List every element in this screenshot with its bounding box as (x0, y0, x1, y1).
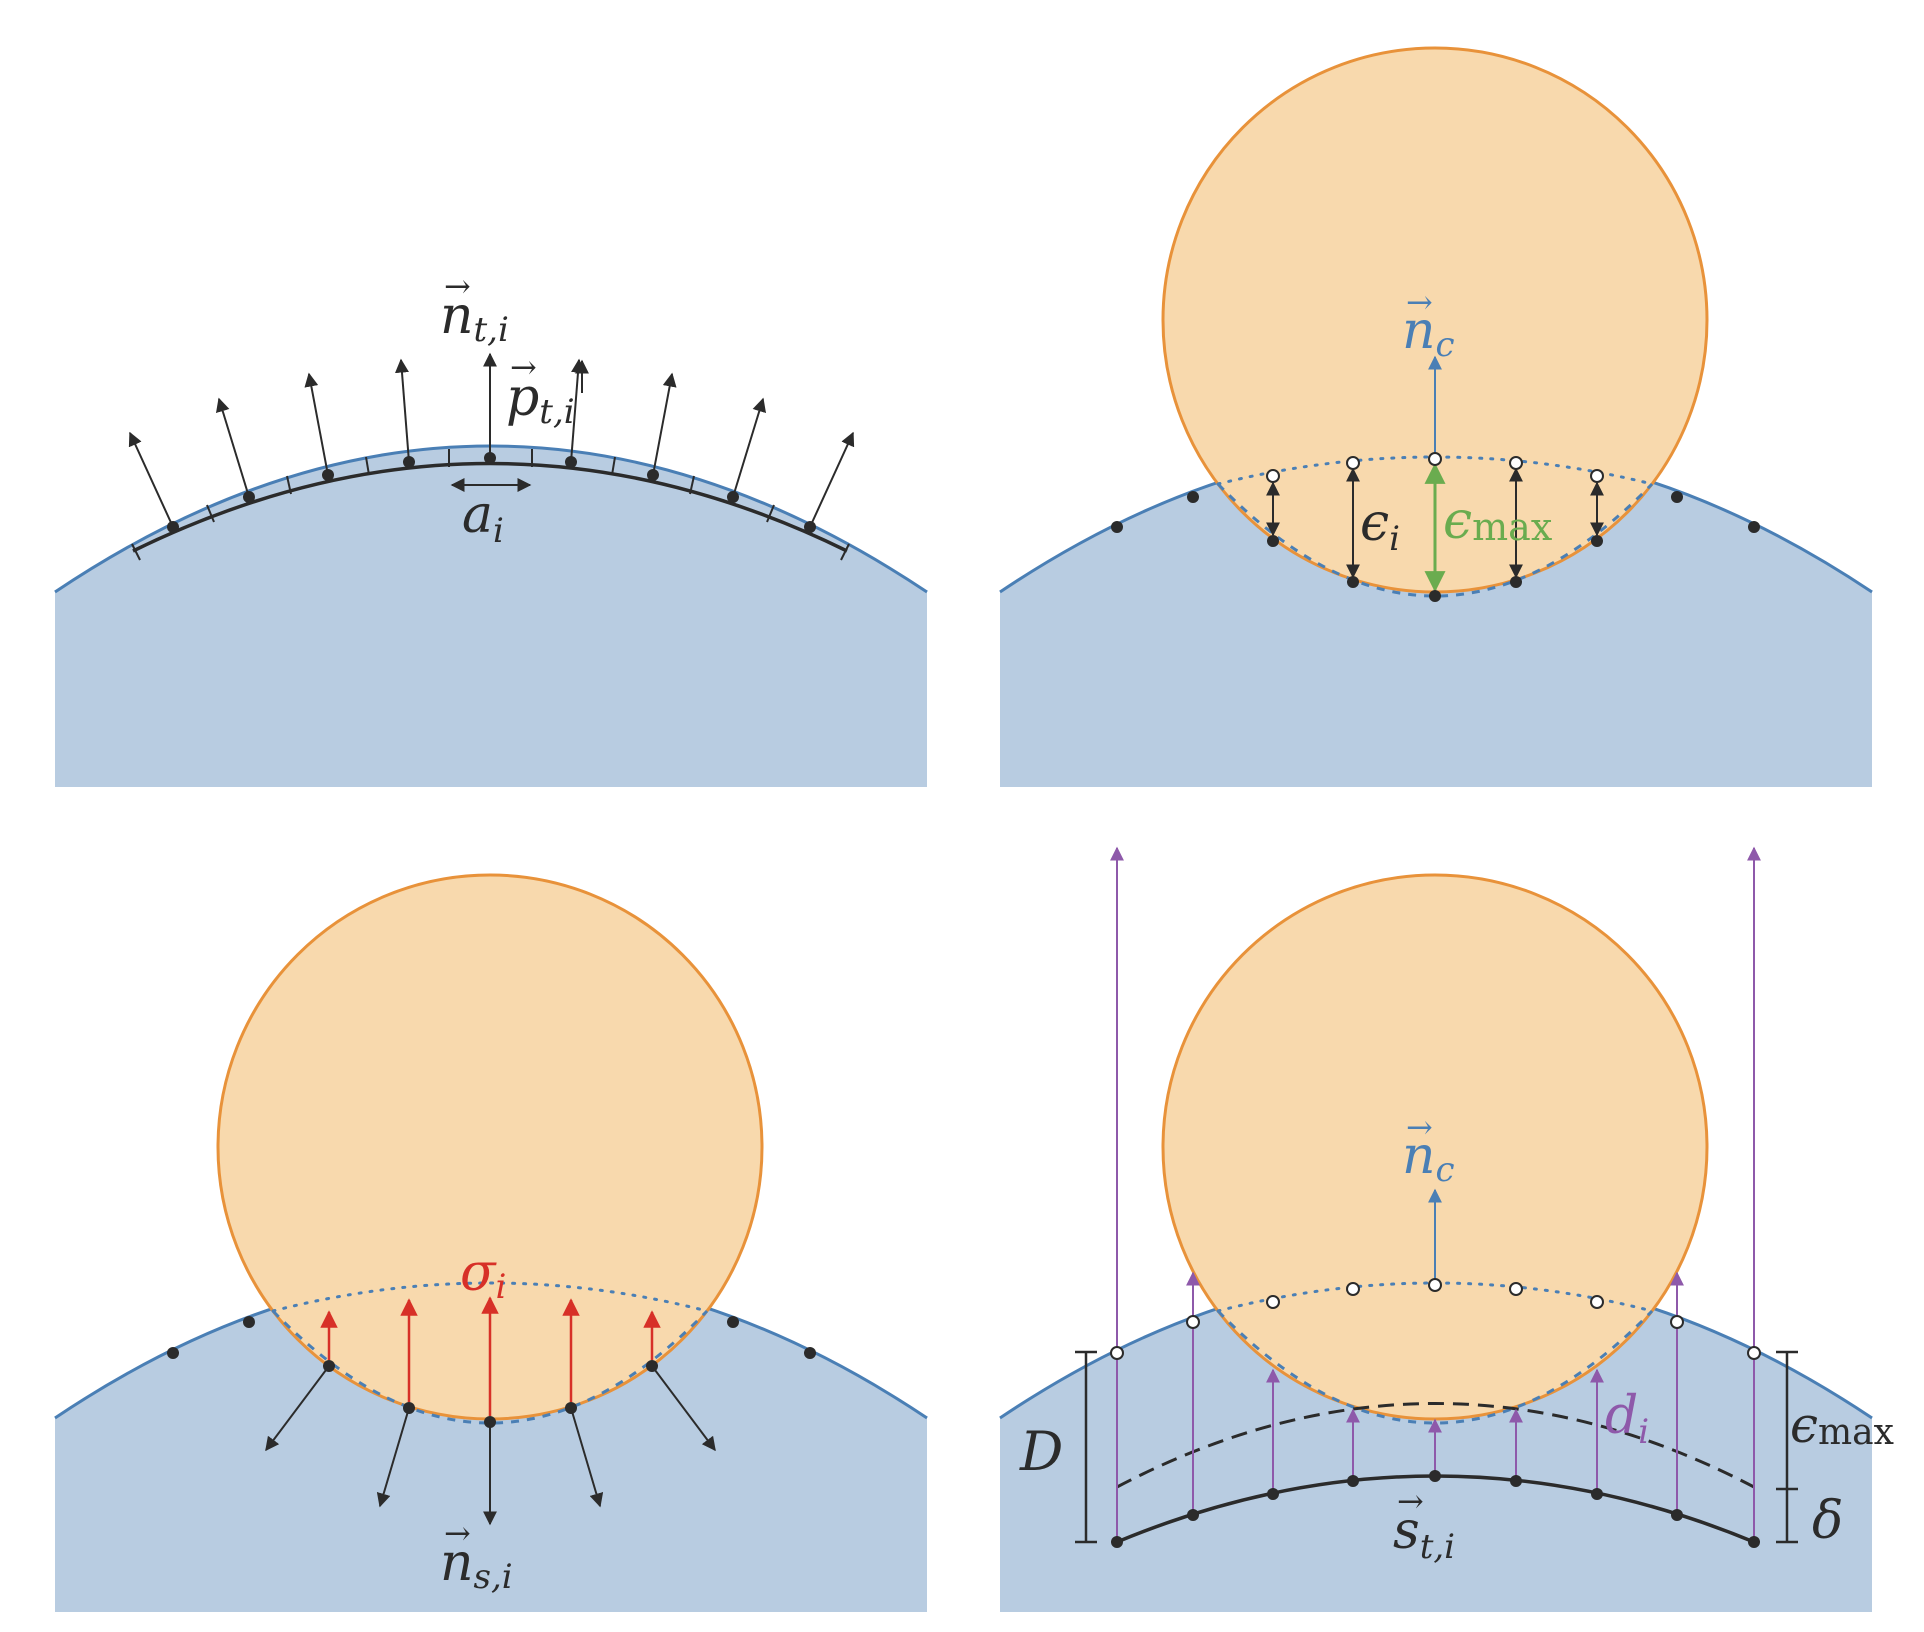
surface-points (167, 1316, 816, 1428)
surface-points (167, 452, 816, 533)
arrow-over-s-t-i: → (1397, 1482, 1424, 1520)
panel-top-right: nc → ϵi ϵmax (999, 46, 1873, 787)
dashed-contact-arc (1216, 1309, 1654, 1425)
deformed-surface-points (1111, 1470, 1760, 1548)
distance-arrows (1110, 846, 1761, 1540)
label-p-t-i: pt,i (506, 368, 575, 432)
panel-bottom-left: σi ns,i → (54, 873, 928, 1612)
label-s-t-i: st,i (1393, 1501, 1455, 1567)
tick-marks (131, 449, 850, 561)
arrow-over-n-s-i: → (444, 1514, 471, 1552)
label-a-i: ai (462, 485, 504, 551)
label-epsilon-max: ϵmax (1443, 491, 1552, 551)
label-n-c: nc (1402, 1126, 1455, 1190)
label-sigma-i: σi (460, 1243, 506, 1307)
panel-bottom-right: nc → D di ϵmax δ st,i → (999, 846, 1894, 1612)
arrow-over-p-t-i: → (510, 348, 537, 386)
label-n-t-i: nt,i (440, 286, 509, 350)
label-delta: δ (1812, 1491, 1843, 1551)
surface-normal-arrows (265, 1365, 716, 1526)
arrow-over-n-c: → (1406, 283, 1433, 321)
dotted-undeformed-surface (271, 1281, 709, 1313)
penetration-arrows (1266, 467, 1604, 579)
ground-surface (1000, 446, 1872, 787)
pressure-arrows (320, 1296, 661, 1416)
dashed-contact-arc (1216, 482, 1654, 598)
label-D: D (1019, 1420, 1063, 1483)
label-n-c: nc (1402, 301, 1455, 365)
label-epsilon-i: ϵi (1360, 493, 1400, 559)
panel-top-left: nt,i → pt,i → ai (54, 267, 928, 787)
ground-surface (55, 446, 927, 787)
dimension-bar-right (1776, 1350, 1798, 1544)
surface-points (1111, 491, 1760, 602)
normal-arrows (128, 352, 855, 528)
label-d-i: di (1605, 1386, 1649, 1452)
projected-points (1110, 1278, 1761, 1360)
label-epsilon-max: ϵmax (1790, 1396, 1894, 1454)
projected-points (1266, 452, 1604, 483)
dimension-bar-D (1075, 1350, 1097, 1544)
label-n-s-i: ns,i (440, 1533, 513, 1597)
arrow-over-n-t-i: → (444, 267, 471, 305)
dashed-offset-surface (1116, 1402, 1755, 1489)
arrow-over-n-c: → (1406, 1108, 1433, 1146)
